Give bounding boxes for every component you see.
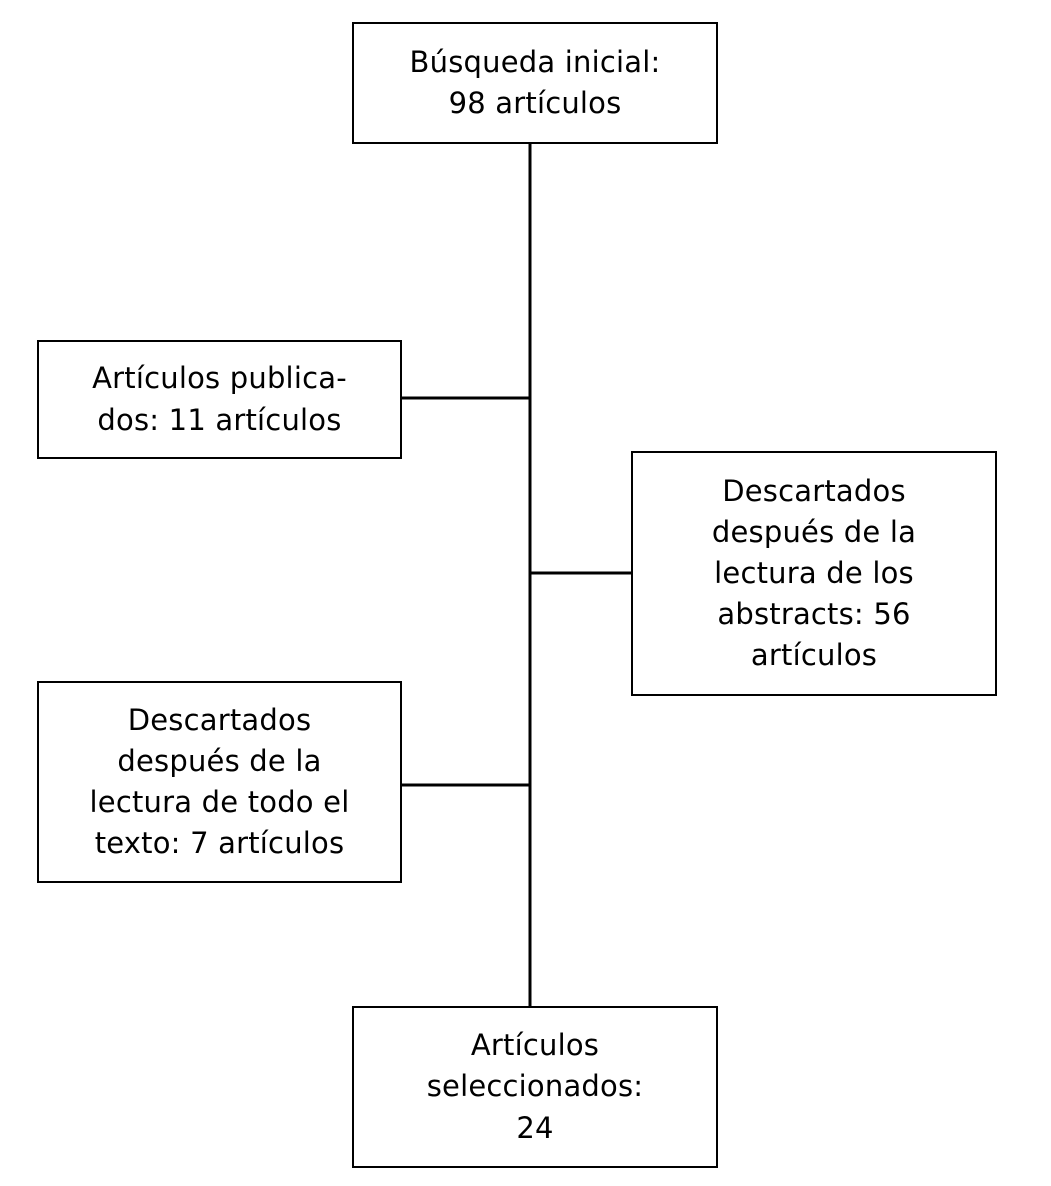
node-discarded-after-fulltext-label: Descartados después de la lectura de tod… xyxy=(89,702,350,861)
node-initial-search-label: Búsqueda inicial: 98 artículos xyxy=(409,44,661,120)
node-discarded-after-fulltext: Descartados después de la lectura de tod… xyxy=(37,681,402,883)
node-discarded-after-abstracts-label: Descartados después de la lectura de los… xyxy=(711,473,917,673)
node-discarded-after-abstracts: Descartados después de la lectura de los… xyxy=(631,451,997,696)
node-published-articles-label: Artículos publica- dos: 11 artículos xyxy=(92,361,347,437)
node-initial-search: Búsqueda inicial: 98 artículos xyxy=(352,22,718,144)
node-selected-articles: Artículos seleccionados: 24 xyxy=(352,1006,718,1168)
node-selected-articles-label: Artículos seleccionados: 24 xyxy=(426,1028,644,1145)
node-published-articles: Artículos publica- dos: 11 artículos xyxy=(37,340,402,459)
